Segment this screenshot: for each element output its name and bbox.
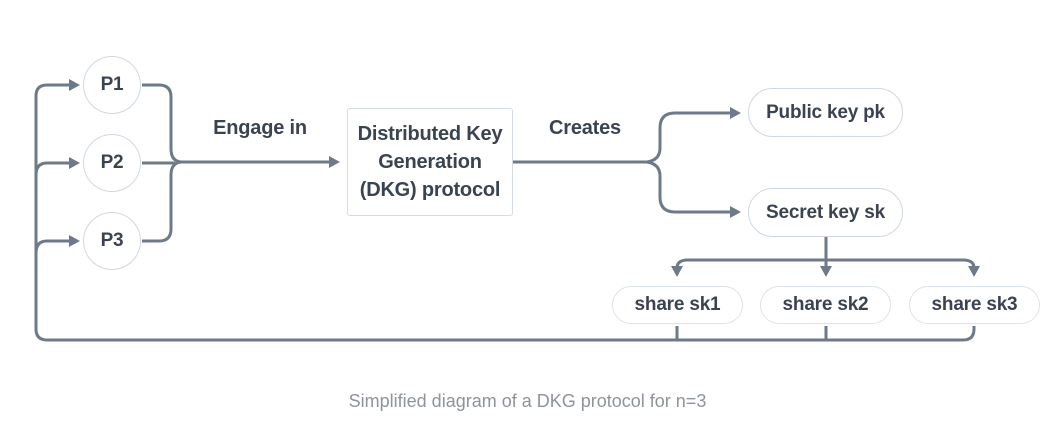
public-key-node: Public key pk (748, 88, 903, 137)
creates-label: Creates (549, 117, 621, 139)
loop-branch-p3-connector (34, 235, 80, 254)
participant-p1-node: P1 (83, 56, 141, 114)
share-sk2-node: share sk2 (760, 286, 891, 324)
fork-secret-key-connector (646, 160, 741, 218)
engage-in-label: Engage in (213, 117, 307, 139)
participant-p3-label: P3 (100, 230, 124, 251)
fork-public-key-connector (646, 107, 741, 164)
share-sk3-node: share sk3 (909, 286, 1040, 324)
secret-key-node: Secret key sk (748, 188, 903, 237)
sk-to-share3-connector (826, 258, 980, 277)
merge-brace-bottom-connector (142, 160, 182, 243)
feedback-loop-connector (34, 79, 976, 342)
participant-p3-node: P3 (83, 212, 141, 270)
participant-p1-label: P1 (100, 74, 124, 95)
share-sk1-label: share sk1 (634, 294, 721, 315)
public-key-label: Public key pk (766, 101, 885, 123)
share-sk2-label: share sk2 (782, 294, 869, 315)
dkg-box-line1: Distributed Key (357, 123, 503, 145)
share-sk1-node: share sk1 (612, 286, 743, 324)
dkg-protocol-node: Distributed Key Generation (DKG) protoco… (347, 108, 513, 216)
sk-to-share1-connector (671, 258, 826, 277)
loop-branch-p2-connector (34, 157, 80, 176)
dkg-box-line2: Generation (378, 151, 482, 173)
participant-p2-node: P2 (83, 134, 141, 192)
participant-p2-label: P2 (100, 152, 124, 173)
dkg-box-line3: (DKG) protocol (359, 179, 501, 201)
diagram-caption: Simplified diagram of a DKG protocol for… (348, 391, 707, 411)
secret-key-label: Secret key sk (766, 201, 885, 223)
share-sk3-label: share sk3 (931, 294, 1018, 315)
merge-brace-top-connector (142, 83, 182, 164)
